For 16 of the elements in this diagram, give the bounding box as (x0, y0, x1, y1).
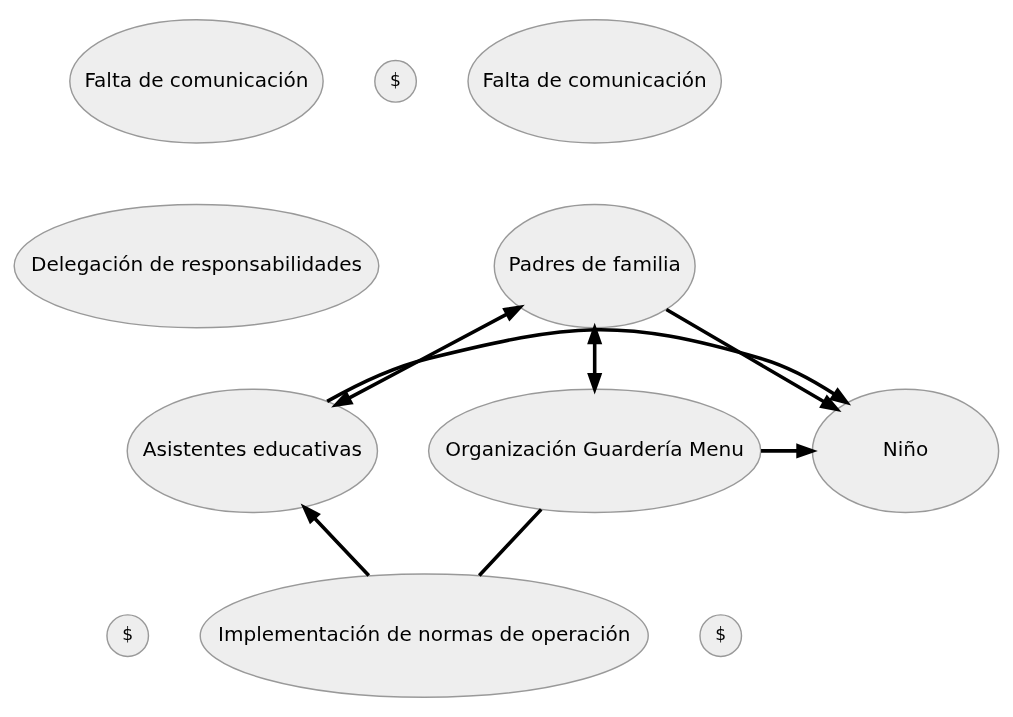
node-ellipse: Padres de familia (493, 203, 696, 329)
node-ellipse: Falta de comunicación (467, 19, 723, 144)
arrow (326, 327, 852, 406)
node-circle: $ (106, 614, 150, 658)
connector (477, 508, 543, 577)
arrow (665, 307, 842, 412)
node-ellipse: Implementación de normas de operación (199, 573, 649, 698)
node-circle: $ (699, 614, 743, 658)
node-ellipse: Organización Guardería Menu (427, 388, 762, 514)
node-circle: $ (374, 59, 418, 103)
node-ellipse: Falta de comunicación (69, 19, 324, 144)
arrow (331, 304, 525, 408)
arrow (300, 503, 371, 577)
arrow (587, 322, 603, 395)
node-ellipse: Delegación de responsabilidades (13, 203, 380, 329)
arrow (761, 443, 818, 459)
